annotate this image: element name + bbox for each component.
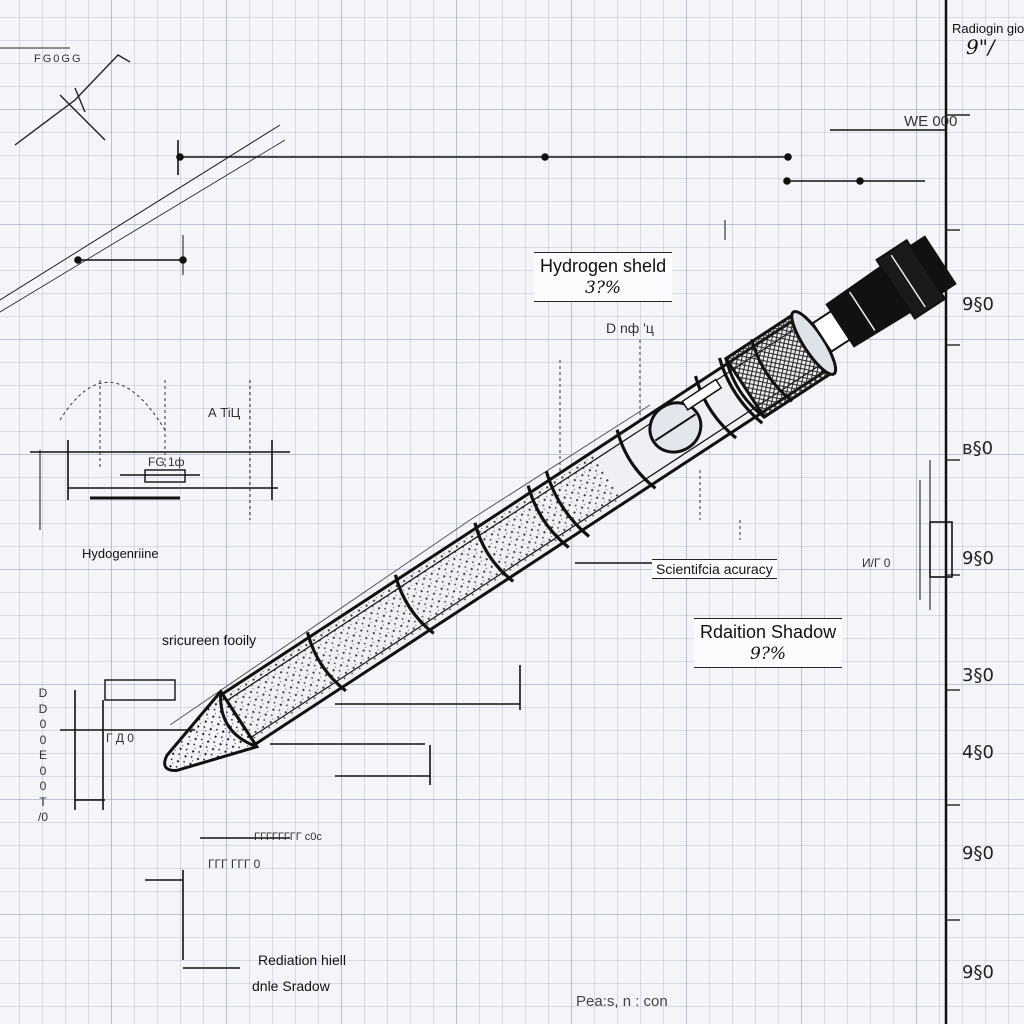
scale-label: 9§0 <box>962 294 994 315</box>
left-dim-char: D <box>38 701 48 716</box>
left-dim-char: D <box>38 686 48 700</box>
lower-dim-label-2: ГГГ ГГГ 0 <box>208 857 261 871</box>
radiation-shadow-value: 9?% <box>750 644 787 664</box>
radiation-shadow-label: Rdaition Shadow <box>700 622 837 642</box>
left-vertical-dims: D D 0 0 Е 0 0 T /0 <box>36 686 50 826</box>
top-dim-label: WE 000 <box>904 113 958 130</box>
left-dim-char: T <box>39 794 47 809</box>
scale-label: в§0 <box>962 438 994 459</box>
mid-dim-label: FG 1ф <box>148 455 185 469</box>
hydrogen-shield-callout: Hydrogen sheld 3?% <box>534 252 673 302</box>
bottom-note: Pea:s, n : con <box>576 993 668 1010</box>
lower-left-dim-label: Г Д 0 <box>106 731 134 745</box>
lower-dim-label-1: ГГГГГГГГ c0c <box>254 831 322 843</box>
left-dim-char: /0 <box>37 810 48 824</box>
scale-label: 9§0 <box>962 548 994 569</box>
construction-lines-top-left <box>0 47 286 313</box>
scale-label: 3§0 <box>962 665 994 686</box>
hydrogen-shield-value: 3?% <box>585 278 622 298</box>
leader-line-2 <box>469 404 651 521</box>
hydrogen-line-note: Hydogenriine <box>82 546 159 561</box>
right-small-dim-label: И/Г 0 <box>862 556 891 570</box>
left-dim-char: 0 <box>39 763 47 778</box>
scale-label: 9§0 <box>962 962 994 983</box>
scientific-accuracy-callout: Scientifcia acuracy <box>652 559 777 579</box>
nose-cone <box>163 688 260 772</box>
scale-label: 9§0 <box>962 843 994 864</box>
segment-rings <box>305 357 764 693</box>
rocket-vessel <box>163 235 957 772</box>
radiogin-callout: Radiogin gio 9"/ <box>952 20 1024 59</box>
ma-dim-label: А TiЦ <box>208 405 241 420</box>
shadow-note: dnle Sradow <box>252 978 330 994</box>
radiogin-label: Radiogin gio <box>952 21 1024 36</box>
radiogin-value: 9"/ <box>966 35 995 59</box>
right-scale-ticks <box>946 114 970 921</box>
dimension-lines <box>30 129 953 969</box>
scale-label: 4§0 <box>962 742 994 763</box>
dnf-note: D nф 'ц <box>606 320 654 336</box>
left-dim-char: Е <box>38 748 47 762</box>
left-dim-char: 0 <box>39 717 47 731</box>
radiation-shadow-callout: Rdaition Shadow 9?% <box>694 618 843 668</box>
radiation-shield-note: Rediation hiell <box>258 952 346 968</box>
side-detail-frame <box>104 469 200 701</box>
structure-family-note: sricureen fooily <box>162 632 257 648</box>
hydrogen-shield-label: Hydrogen sheld <box>540 256 667 276</box>
left-dim-char: 0 <box>39 732 47 747</box>
left-dim-char: 0 <box>39 779 47 793</box>
top-left-dim-label: FG0GG <box>34 53 83 65</box>
